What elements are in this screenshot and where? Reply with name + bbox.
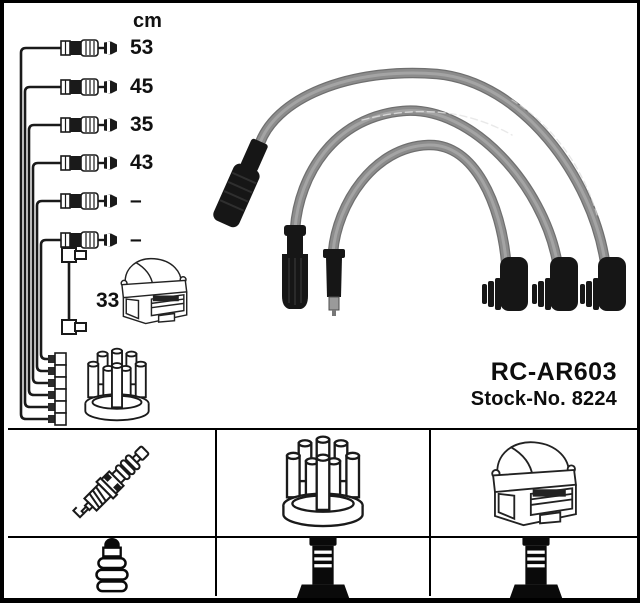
length-value-2: 45 — [130, 75, 154, 98]
part-reference: RC-AR603 Stock-No. 8224 — [471, 359, 617, 412]
bottom-border — [4, 598, 637, 603]
length-value-5: – — [130, 189, 142, 212]
legend-cell-distributor-cap — [217, 430, 431, 538]
din-terminal-icon — [296, 536, 350, 598]
legend-table — [8, 428, 637, 598]
part-number: RC-AR603 — [490, 358, 617, 386]
legend-cell-din-terminal-2 — [431, 536, 637, 598]
length-value-6: – — [130, 228, 142, 251]
cable-photo — [213, 67, 626, 316]
straight-boot-large — [282, 225, 308, 309]
distributor-terminal-stubs — [48, 352, 67, 426]
cable-length-diagram — [19, 38, 188, 426]
stock-number: Stock-No. 8224 — [470, 388, 617, 410]
coil-wire-drawing — [61, 247, 87, 335]
legend-cell-spark-plug — [8, 430, 217, 538]
coil-wire-length: 33 — [96, 289, 120, 312]
angled-boot — [213, 138, 268, 228]
length-value-4: 43 — [130, 151, 154, 174]
din-terminal-icon — [509, 536, 563, 598]
unit-label: cm — [133, 10, 162, 32]
straight-boot-small — [323, 249, 345, 316]
length-value-3: 35 — [130, 113, 154, 136]
terminal-nut-icon — [94, 538, 129, 593]
ignition-coil-icon — [491, 441, 577, 527]
legend-cell-terminal-nut — [8, 538, 217, 596]
length-value-1: 53 — [130, 36, 154, 59]
distributor-cap-icon — [282, 435, 364, 528]
legend-cell-din-terminal-1 — [217, 536, 431, 598]
spark-plug-icon — [71, 445, 149, 519]
legend-cell-ignition-coil — [431, 430, 637, 538]
